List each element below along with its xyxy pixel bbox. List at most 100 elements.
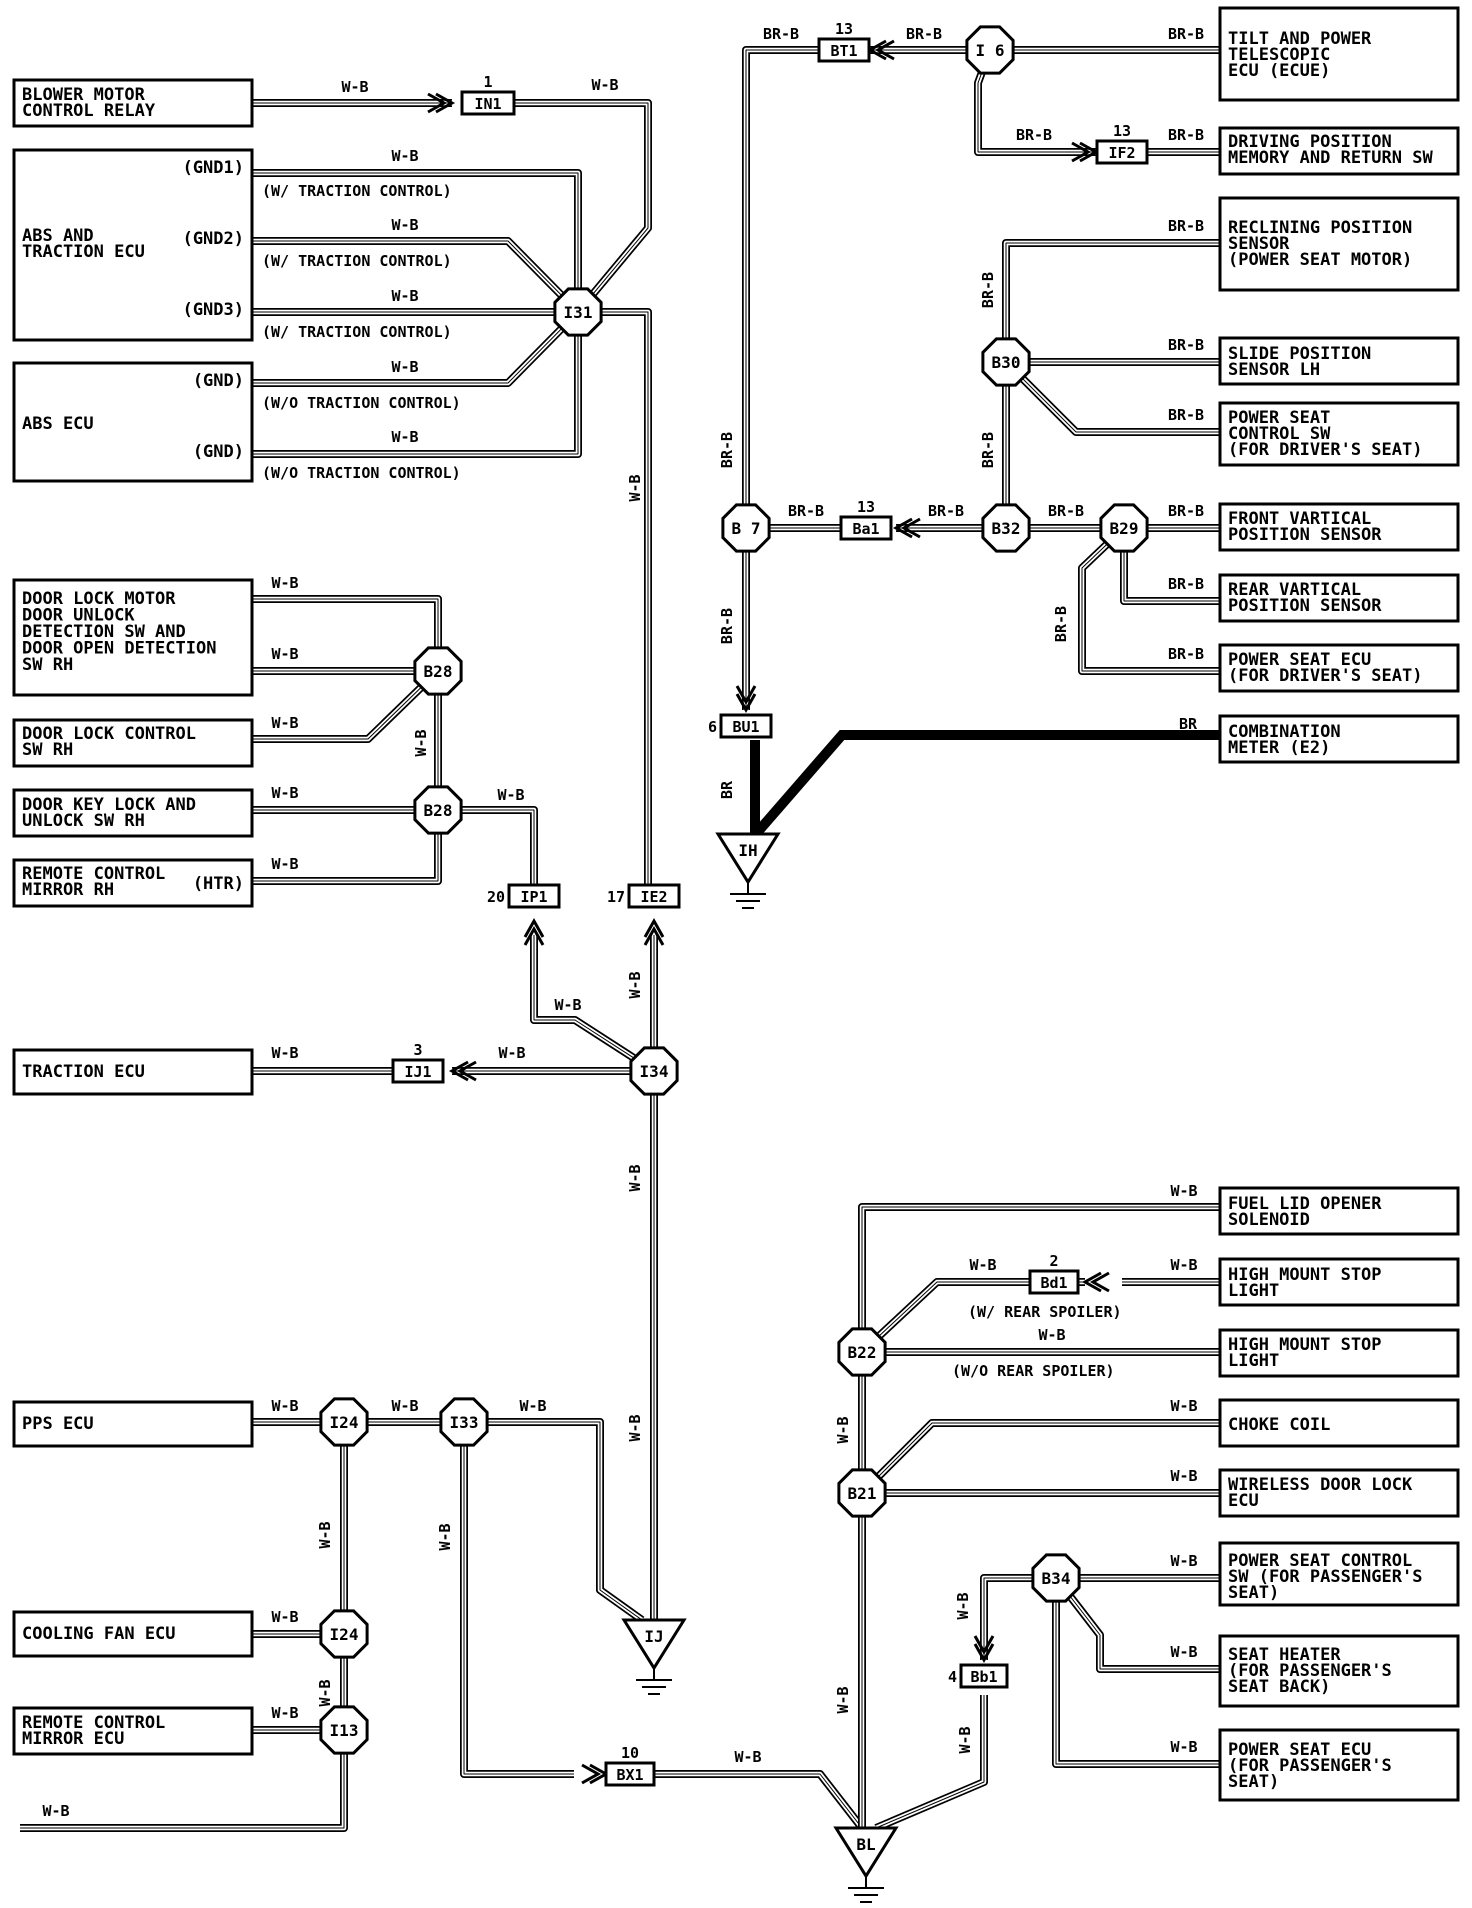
condition-note: (W/ REAR SPOILER) — [968, 1303, 1122, 1321]
wire-color-label: BR-B — [1168, 406, 1204, 424]
slide-position-sensor-box-label: SLIDE POSITION — [1228, 344, 1371, 364]
door-lock-control-sw-box-label: SW RH — [22, 740, 73, 760]
wire-color-label: W-B — [954, 1592, 972, 1619]
junction-b7: B 7 — [721, 503, 771, 553]
abs-traction-ecu-pin: (GND1) — [183, 158, 244, 178]
wire-color-label: BR-B — [979, 432, 997, 468]
wire-color-label: W-B — [1170, 1397, 1197, 1415]
abs-traction-ecu-box-label: TRACTION ECU — [22, 242, 145, 262]
driving-position-memory-box-label: MEMORY AND RETURN SW — [1228, 148, 1433, 168]
connector-in1-pin: 1 — [483, 73, 492, 91]
wire-ps-ctrl-driver — [1003, 359, 1220, 436]
seat-heater-box-frame — [1218, 1634, 1460, 1708]
ground-bl-icon — [848, 1876, 884, 1903]
wire-ps-ecu-driver — [1078, 525, 1220, 675]
wire-color-label: BR-B — [1048, 502, 1084, 520]
junction-b22: B22 — [837, 1327, 887, 1377]
combination-meter-box-label: COMBINATION — [1228, 722, 1341, 742]
wire-color-label: W-B — [391, 1397, 418, 1415]
junction-b34-octagon — [1031, 1553, 1081, 1603]
junction-i34-label: I34 — [640, 1062, 669, 1081]
reclining-position-sensor-box-label: SENSOR — [1228, 234, 1290, 254]
abs-ecu-pin: (GND) — [193, 442, 244, 462]
junction-b28-octagon — [413, 646, 463, 696]
connector-ie2-frame — [627, 883, 681, 909]
junction-i6-octagon — [965, 25, 1015, 75]
connector-bb1-pin: 4 — [948, 1668, 957, 1686]
wire-gnd2 — [252, 237, 581, 315]
wire-color-label: W-B — [271, 1704, 298, 1722]
wire-color-label: W-B — [591, 76, 618, 94]
door-lock-motor-box-frame — [12, 578, 254, 697]
wire-abs-gnd2 — [252, 312, 582, 458]
junction-i24-2-octagon — [319, 1609, 369, 1659]
junction-i13-label: I13 — [330, 1721, 359, 1740]
arrow-icon — [427, 92, 456, 114]
wire-color-label: W-B — [341, 78, 368, 96]
junction-b21: B21 — [837, 1468, 887, 1518]
wire-color-label: W-B — [271, 645, 298, 663]
fuel-lid-opener-box-label: FUEL LID OPENER — [1228, 1194, 1382, 1214]
wire-color-label: W-B — [1170, 1643, 1197, 1661]
power-seat-ecu-passenger-box-frame — [1218, 1728, 1460, 1802]
wire-color-label: W-B — [969, 1256, 996, 1274]
ground-ih: IH — [715, 832, 781, 909]
cooling-fan-ecu-box-label: COOLING FAN ECU — [22, 1624, 176, 1644]
arrow-icon — [523, 917, 545, 946]
wire-color-label: W-B — [626, 1414, 644, 1441]
abs-ecu-box: ABS ECU(GND)(GND) — [12, 361, 254, 483]
wire-color-label: BR-B — [906, 25, 942, 43]
wire-b28-ip1 — [438, 806, 538, 885]
blower-motor-control-relay-box-frame — [12, 78, 254, 128]
wire-b7-bt1 — [742, 46, 820, 528]
remote-control-mirror-ecu-box-label: MIRROR ECU — [22, 1729, 124, 1749]
junction-b21-octagon — [837, 1468, 887, 1518]
wire-i31-ie2 — [578, 308, 652, 885]
wire-color-label: BR-B — [1168, 217, 1204, 235]
wire-color-label: W-B — [626, 971, 644, 998]
wire-color-label: W-B — [1038, 1326, 1065, 1344]
connector-ie2-pin: 17 — [607, 888, 625, 906]
wire-color-label: W-B — [1170, 1738, 1197, 1756]
junction-b22-octagon — [837, 1327, 887, 1377]
reclining-position-sensor-box-frame — [1218, 196, 1460, 292]
wire-color-label: W-B — [1170, 1467, 1197, 1485]
power-seat-control-sw-passenger-box-label: POWER SEAT CONTROL — [1228, 1551, 1412, 1571]
door-lock-motor-box-label: DOOR OPEN DETECTION — [22, 639, 216, 659]
wire-color-label: W-B — [554, 996, 581, 1014]
condition-note: (W/ TRACTION CONTROL) — [262, 182, 452, 200]
connector-ip1-code: IP1 — [520, 888, 547, 906]
wire-color-label: W-B — [391, 147, 418, 165]
door-lock-motor-box-label: DOOR UNLOCK — [22, 606, 135, 626]
junction-i31: I31 — [553, 287, 603, 337]
wire-ps-ecu-pass — [1052, 1578, 1220, 1768]
wire-color-label: W-B — [316, 1679, 334, 1706]
ground-ih-label: IH — [738, 841, 757, 860]
high-mount-stop-light-box-2-frame — [1218, 1328, 1460, 1378]
connector-bu1-frame — [719, 713, 773, 739]
wire-i13-out — [20, 1730, 348, 1832]
wire-color-label: BR-B — [1016, 126, 1052, 144]
wireless-door-lock-ecu-box-label: WIRELESS DOOR LOCK — [1228, 1475, 1413, 1495]
abs-ecu-box-label: ABS ECU — [22, 414, 94, 434]
rear-vertical-position-sensor-box-label: POSITION SENSOR — [1228, 596, 1382, 616]
junction-b28-2-label: B28 — [424, 801, 453, 820]
remote-control-mirror-rh-box-label: MIRROR RH — [22, 880, 114, 900]
junction-b28-label: B28 — [424, 662, 453, 681]
power-seat-control-sw-passenger-box-label: SW (FOR PASSENGER'S — [1228, 1567, 1422, 1587]
connector-ip1-frame — [507, 883, 561, 909]
wire-color-label: W-B — [391, 358, 418, 376]
wire-color-label: BR — [718, 780, 736, 799]
cooling-fan-ecu-box-frame — [12, 1610, 254, 1658]
junction-b29-octagon — [1099, 503, 1149, 553]
arrow-icon — [735, 685, 757, 714]
